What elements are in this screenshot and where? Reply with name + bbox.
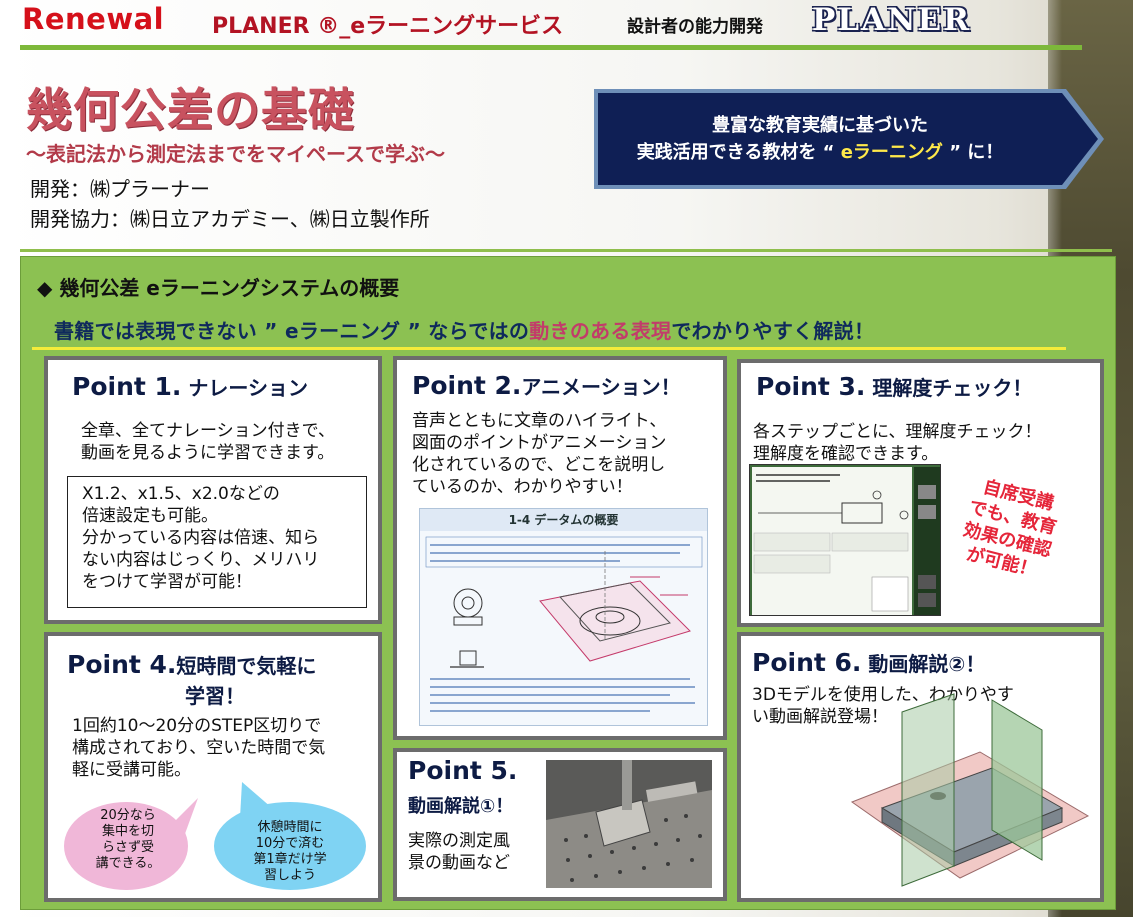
point-3-heading: Point 3. 理解度チェック！	[756, 372, 1032, 401]
point-4-line-1: 1回約10～20分のSTEP区切りで	[72, 716, 322, 736]
point-5-line-2: 景の動画など	[408, 853, 510, 873]
point-5-line-1: 実際の測定風	[408, 831, 510, 851]
tagline-a: 書籍では表現できない ” eラーニング ” ならではの	[54, 319, 530, 343]
point-2-line-4: ているのか、わかりやすい！	[412, 477, 633, 497]
service-title: PLANER ®_eラーニングサービス	[212, 14, 564, 39]
arrow-shape-icon	[594, 89, 1104, 189]
tagline-highlight: 動きのある表現	[529, 319, 672, 343]
point-1-line-1: 全章、全てナレーション付きで、	[81, 421, 335, 441]
point-6-number: Point 6.	[752, 648, 862, 677]
page-title: 幾何公差の基礎	[26, 83, 355, 137]
point-3-text: 各ステップごとに、理解度チェック！ 理解度を確認できます。	[753, 421, 1042, 465]
point-2-title: アニメーション！	[521, 375, 681, 399]
speed-setting-box	[67, 476, 367, 608]
datum-drawing-icon	[425, 536, 703, 712]
speed-line-5: をつけて学習が可能！	[82, 572, 252, 592]
speed-setting-text: X1.2、x1.5、x2.0などの 倍速設定も可能。 分かっている内容は倍速、知…	[82, 483, 319, 593]
point-4-line-3: 軽に受講可能。	[72, 760, 191, 780]
point-3-line-1: 各ステップごとに、理解度チェック！	[753, 422, 1042, 442]
point-6-title: 動画解説②！	[861, 652, 986, 676]
point-5-title: 動画解説①！	[408, 796, 514, 817]
blue-bubble-text: 休憩時間に 10分で済む 第1章だけ学 習しよう	[230, 820, 350, 884]
point-1-text: 全章、全てナレーション付きで、 動画を見るように学習できます。	[81, 420, 335, 464]
overview-heading: ◆ 幾何公差 eラーニングシステムの概要	[37, 276, 400, 300]
blue-bubble-line-1: 休憩時間に	[257, 820, 323, 835]
point-4-title-2: 学習！	[185, 684, 245, 708]
point-1-heading: Point 1. ナレーション	[72, 372, 308, 401]
planer-logo: PLANER	[812, 2, 971, 38]
speed-line-1: X1.2、x1.5、x2.0などの	[82, 484, 280, 504]
datum-overview-figure: 1-4 データムの概要	[419, 508, 708, 726]
arrow-callout: 豊富な教育実績に基づいた 実践活用できる教材を “ eラーニング ” に！	[590, 85, 1108, 193]
point-5-text: 実際の測定風 景の動画など	[408, 830, 510, 874]
point-2-line-3: 化されているので、どこを説明し	[412, 455, 666, 475]
point-2-line-2: 図面のポイントがアニメーション	[412, 433, 667, 453]
tagline-b: でわかりやすく解説！	[671, 319, 875, 343]
point-1-number: Point 1.	[72, 372, 182, 401]
tagline-underline	[32, 347, 1066, 350]
pink-speech-bubble-icon	[64, 798, 198, 890]
figure-title: 1-4 データムの概要	[420, 509, 707, 531]
point-2-line-1: 音声とともに文章のハイライト、	[412, 411, 667, 431]
measurement-video-thumbnail	[546, 760, 712, 888]
3d-datum-model-icon	[850, 693, 1090, 887]
point-6-line-2: い動画解説登場！	[752, 707, 888, 727]
callout-line-2: 実践活用できる教材を “ eラーニング ” に！	[590, 139, 1050, 166]
speed-line-4: ない内容はじっくり、メリハリ	[82, 550, 320, 570]
pink-bubble-line-2: 集中を切	[101, 824, 154, 839]
blue-bubble-line-2: 10分で済む	[255, 836, 325, 851]
partner-credit: 開発協力：㈱日立アカデミー、㈱日立製作所	[30, 207, 430, 231]
tagline: 書籍では表現できない ” eラーニング ” ならではの動きのある表現でわかりやす…	[54, 315, 874, 344]
point-4-line-2: 構成されており、空いた時間で気	[72, 738, 326, 758]
pink-bubble-text: 20分なら 集中を切 らさず受 講できる。	[76, 808, 180, 872]
speed-line-2: 倍速設定も可能。	[82, 506, 218, 526]
measurement-photo-icon	[546, 760, 712, 888]
callout-line-2b: ” に！	[942, 142, 1004, 163]
section-rule	[20, 249, 1112, 252]
point-2-text: 音声とともに文章のハイライト、 図面のポイントがアニメーション 化されているので…	[412, 410, 666, 498]
pink-bubble-line-4: 講できる。	[95, 856, 161, 871]
callout-line-2a: 実践活用できる教材を “	[636, 142, 841, 163]
development-label: 設計者の能力開発	[627, 17, 763, 37]
point-6-heading: Point 6. 動画解説②！	[752, 648, 985, 677]
point-1-line-2: 動画を見るように学習できます。	[81, 443, 335, 463]
point-4-title: 短時間で気軽に	[176, 654, 317, 678]
page-subtitle: ～表記法から測定法までをマイペースで学ぶ～	[26, 142, 445, 166]
blue-bubble-line-3: 第1章だけ学	[253, 852, 327, 867]
quiz-screen-figure	[749, 464, 941, 616]
pink-bubble-line-1: 20分なら	[100, 808, 156, 823]
point-2-number: Point 2.	[412, 371, 522, 400]
pink-bubble-line-3: らさず受	[101, 840, 154, 855]
point-3-title: 理解度チェック！	[865, 376, 1033, 400]
header-rule	[20, 45, 1082, 50]
callout-highlight: eラーニング	[840, 142, 943, 163]
callout-text: 豊富な教育実績に基づいた 実践活用できる教材を “ eラーニング ” に！	[590, 112, 1050, 166]
point-4-text: 1回約10～20分のSTEP区切りで 構成されており、空いた時間で気 軽に受講可…	[72, 715, 325, 781]
point-3-line-2: 理解度を確認できます。	[753, 444, 939, 464]
renewal-label: Renewal	[22, 2, 165, 36]
blue-bubble-line-4: 習しよう	[263, 868, 316, 883]
speed-line-3: 分かっている内容は倍速、知ら	[82, 528, 320, 548]
point-3-number: Point 3.	[756, 372, 866, 401]
blue-speech-bubble-icon	[214, 782, 366, 890]
point-4-heading: Point 4.短時間で気軽に	[67, 650, 316, 679]
page-header: Renewal PLANER ®_eラーニングサービス 設計者の能力開発 PLA…	[0, 0, 1048, 48]
developer-credit: 開発：㈱プラーナー	[30, 177, 210, 201]
quiz-screen-icon	[750, 465, 940, 615]
callout-line-1: 豊富な教育実績に基づいた	[712, 115, 928, 136]
point-4-number: Point 4.	[67, 650, 177, 679]
point-2-heading: Point 2.アニメーション！	[412, 371, 681, 400]
point-5-number: Point 5.	[408, 756, 518, 785]
point-1-title: ナレーション	[181, 376, 308, 400]
